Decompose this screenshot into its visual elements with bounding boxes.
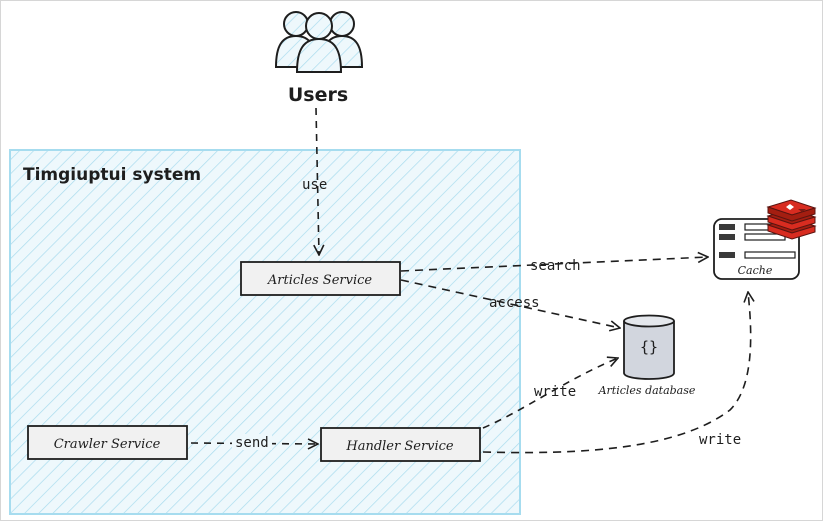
edge-access (400, 279, 620, 328)
crawler-service-label: Crawler Service (54, 437, 161, 452)
edge-write-db (482, 358, 618, 429)
database-glyph: {} (640, 338, 658, 356)
handler-service-node[interactable]: Handler Service (320, 427, 481, 462)
articles-database-label: Articles database (598, 384, 696, 397)
cache-label: Cache (738, 264, 773, 277)
users-label: Users (288, 84, 348, 106)
edge-search (400, 257, 708, 272)
edge-write-cache (482, 292, 751, 454)
system-label: Timgiuptui system (23, 165, 201, 185)
edge-send (190, 443, 318, 444)
edge-send-label-bg (232, 434, 272, 450)
articles-service-label: Articles Service (267, 273, 373, 288)
database-cylinder-icon[interactable]: {} (623, 314, 675, 380)
edge-write-cache-label: write (699, 432, 741, 448)
handler-service-label: Handler Service (345, 439, 454, 454)
crawler-service-node[interactable]: Crawler Service (27, 425, 188, 460)
edge-write-db-label: write (534, 384, 576, 400)
articles-service-node[interactable]: Articles Service (240, 261, 401, 296)
redis-logo-icon (766, 199, 817, 240)
edge-search-label: search (530, 258, 581, 274)
edge-send-label: send (235, 435, 269, 451)
edge-use-label: use (302, 177, 327, 193)
edge-access-label: access (489, 295, 540, 311)
edge-use (316, 107, 319, 255)
users-group-icon (274, 11, 364, 73)
